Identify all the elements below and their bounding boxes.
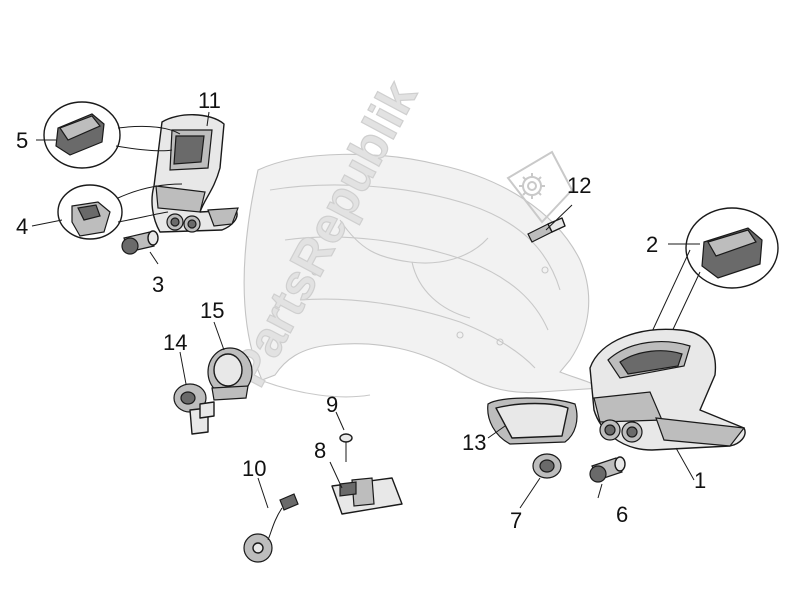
callout-5: 5 — [16, 128, 28, 153]
part-12-bulb — [527, 204, 573, 243]
callout-12: 12 — [567, 173, 591, 198]
part-6-push-button — [589, 456, 626, 483]
part-13-lens — [487, 397, 578, 445]
callout-15: 15 — [200, 298, 224, 323]
callout-6: 6 — [616, 502, 628, 527]
callout-9: 9 — [326, 392, 338, 417]
callout-7: 7 — [510, 508, 522, 533]
callout-3: 3 — [152, 272, 164, 297]
callout-2: 2 — [646, 232, 658, 257]
callout-14: 14 — [163, 330, 187, 355]
callout-1: 1 — [694, 468, 706, 493]
gear-icon — [519, 173, 545, 199]
part-11-left-switch-housing — [151, 114, 239, 233]
callout-8: 8 — [314, 438, 326, 463]
part-2-switch-button-detail — [649, 207, 779, 341]
part-4-switch-detail — [57, 183, 183, 240]
part-10-sensor — [243, 493, 299, 563]
callout-10: 10 — [242, 456, 266, 481]
part-8-bracket — [331, 477, 403, 515]
callout-4: 4 — [16, 214, 28, 239]
part-7-grommet — [532, 453, 562, 479]
callout-leaders — [31, 111, 700, 509]
part-1-right-switch-housing — [589, 328, 746, 451]
callout-11: 11 — [198, 88, 221, 113]
part-14-ignition-switch — [173, 383, 215, 435]
part-3-push-button — [121, 230, 159, 255]
part-9-screw — [339, 433, 353, 462]
part-5-switch-button-detail — [43, 101, 181, 169]
callout-labels: 11 5 4 3 12 2 15 14 9 13 8 1 10 7 6 — [16, 88, 706, 533]
callout-13: 13 — [462, 430, 486, 455]
part-15-ring — [207, 347, 253, 401]
